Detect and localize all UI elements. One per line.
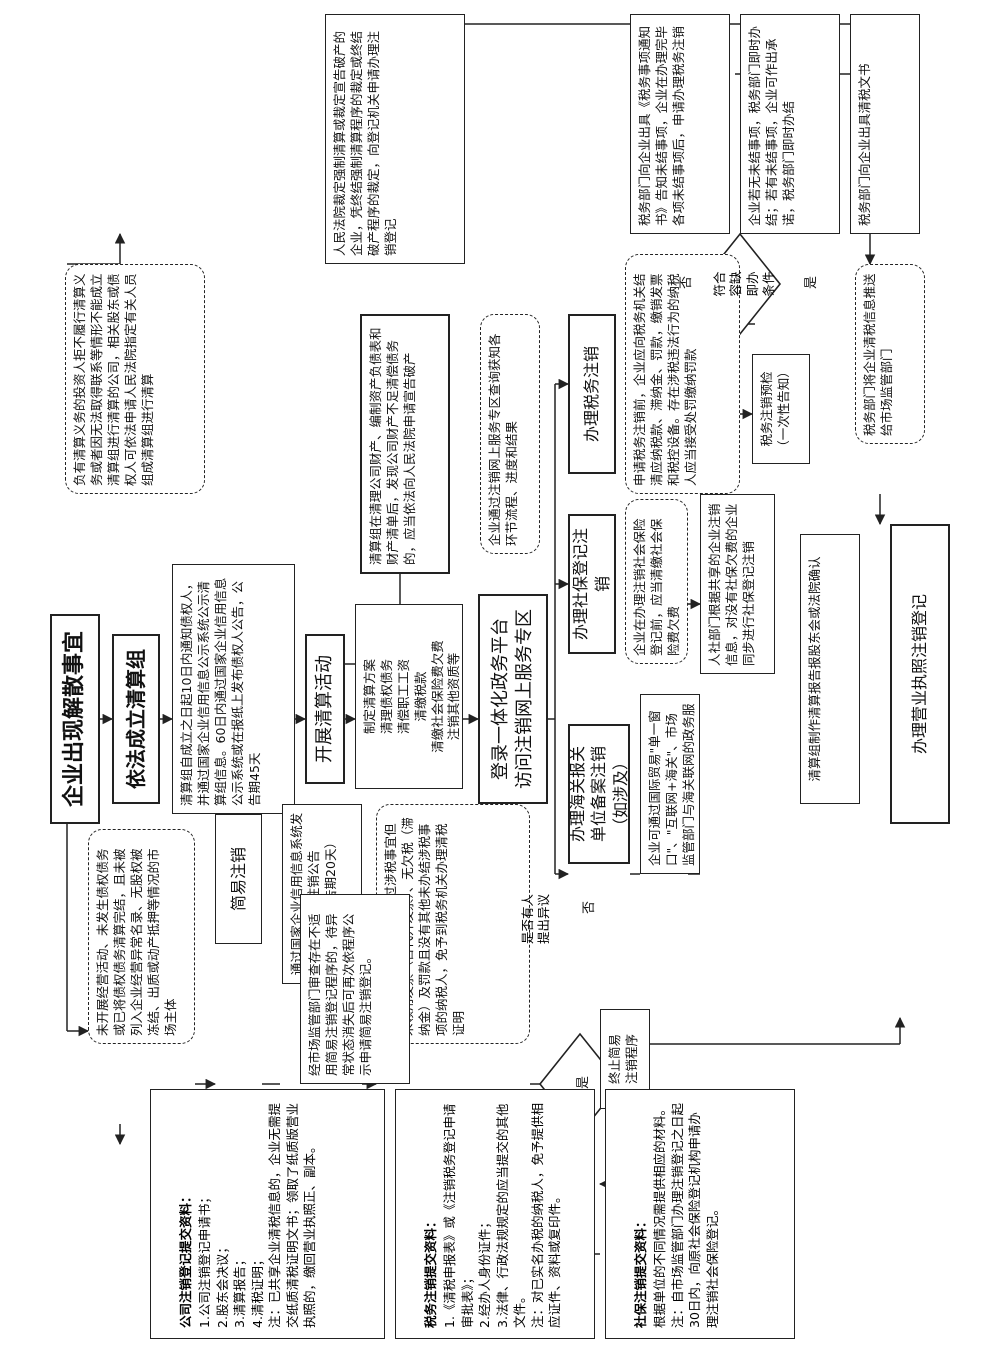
tax-materials-title: 税务注销提交资料：: [422, 1215, 438, 1328]
social-box: 办理社保登记注销: [568, 514, 616, 654]
tax-materials-body: 1.《清税申报表》或《注销税务登记申请审批表》； 2.经办人身份证件； 3.法律…: [442, 1102, 562, 1328]
tolerance-question-text: 符合 容缺 即办 条件: [712, 271, 776, 297]
portal-box: 登录一体化政务平台 访问注销网上服务专区: [478, 594, 548, 804]
liquidation-activity-box: 开展清算活动: [305, 634, 345, 784]
court-box: 人民法院裁定强制清算或裁定宣告破产的企业，凭终结强制清算程序的裁定或终结破产程序…: [325, 14, 465, 264]
notify-creditors-box: 清算组自成立之日起10日内通知债权人，并通过国家企业信用信息公示系统公示清算组信…: [172, 564, 295, 814]
liquidation-group-box: 依法成立清算组: [112, 634, 160, 804]
objection-question-text: 是否有人 提出异议: [520, 894, 552, 945]
tax-notice-box: 税务部门向企业出具《税务事项通知书》告知未结事项，企业在办理完毕各项未结事项后，…: [630, 14, 730, 234]
simple-cancel-box: 简易注销: [215, 814, 262, 944]
social-materials-title: 社保注销提交资料：: [632, 1215, 648, 1328]
tax-precheck-box: 税务注销预检 （一次性告知）: [752, 354, 810, 464]
social-materials-body: 根据单位的不同情况需提供相应的材料。 注：自市场监管部门办理注销登记之日起30日…: [652, 1102, 720, 1328]
liquidation-items-box: 制定清算方案 清理债权债务 清偿职工工资 清缴税款 清缴社会保险费欠费 注销其他…: [355, 604, 463, 789]
start-box: 企业出现解散事宜: [50, 614, 100, 824]
company-materials-body: 1.公司注销登记申请书； 2.股东会决议； 3.清算报告； 4.清税证明； 注：…: [197, 1102, 317, 1328]
tolerance-no-label: 否: [679, 275, 694, 289]
company-materials-title: 公司注销登记提交资料：: [177, 1190, 193, 1328]
simple-condition-box: 未开展经营活动、未发生债权债务或已将债权债务清算完结，且未被列入企业经营异常名录…: [88, 829, 195, 1044]
customs-box: 办理海关报关 单位备案注销 （如涉及）: [568, 724, 630, 864]
compulsory-liquidation-box: 负有清算义务的投资人拒不履行清算义务或者因无法取得联系等情形不能成立清算组进行清…: [65, 264, 205, 494]
tax-push-box: 税务部门将企业清税信息推送给市场监管部门: [855, 264, 925, 444]
re-apply-box: 经市场监管部门审查存在不适用简易注销登记程序的，待异常状态消失后可再次依程序公示…: [300, 894, 410, 1084]
tax-clear-cert-box: 税务部门向企业出具清税文书: [850, 14, 920, 234]
objection-no-label: 否: [582, 900, 597, 914]
final-box: 办理营业执照注销登记: [890, 524, 950, 824]
social-sync-box: 人社部门根据共享的企业注销信息，对没有社保欠费的企业同步进行社保登记注销: [700, 494, 775, 674]
social-materials-panel: 社保注销提交资料：根据单位的不同情况需提供相应的材料。 注：自市场监管部门办理注…: [605, 1089, 795, 1339]
objection-yes-label: 是: [576, 1075, 591, 1089]
company-materials-panel: 公司注销登记提交资料：1.公司注销登记申请书； 2.股东会决议； 3.清算报告；…: [150, 1089, 385, 1339]
portal-note-box: 企业通过注销网上服务专区查询获知各环节流程、进度和结果: [480, 314, 540, 554]
tax-immediate-box: 企业若无未结事项，税务部门即时办结；若有未结事项，企业可作出承诺，税务部门即时办…: [740, 14, 840, 234]
social-detail-box: 企业在办理注销社会保险登记前，应当清缴社会保险费欠费: [625, 499, 688, 664]
liquidation-report-box: 清算组制作清算报告报股东会或法院确认: [800, 534, 860, 804]
tax-box: 办理税务注销: [568, 314, 616, 474]
tolerance-yes-label: 是: [804, 275, 819, 289]
customs-detail-box: 企业可通过国际贸易"单一窗口"、"互联网+海关"、市场监管部门与海关联网的政务服…: [640, 694, 700, 874]
tax-materials-panel: 税务注销提交资料：1.《清税申报表》或《注销税务登记申请审批表》； 2.经办人身…: [395, 1089, 595, 1339]
bankruptcy-apply-box: 清算组在清理公司财产、编制资产负债表和财产清单后，发现公司财产不足清偿债务的，应…: [360, 314, 450, 574]
